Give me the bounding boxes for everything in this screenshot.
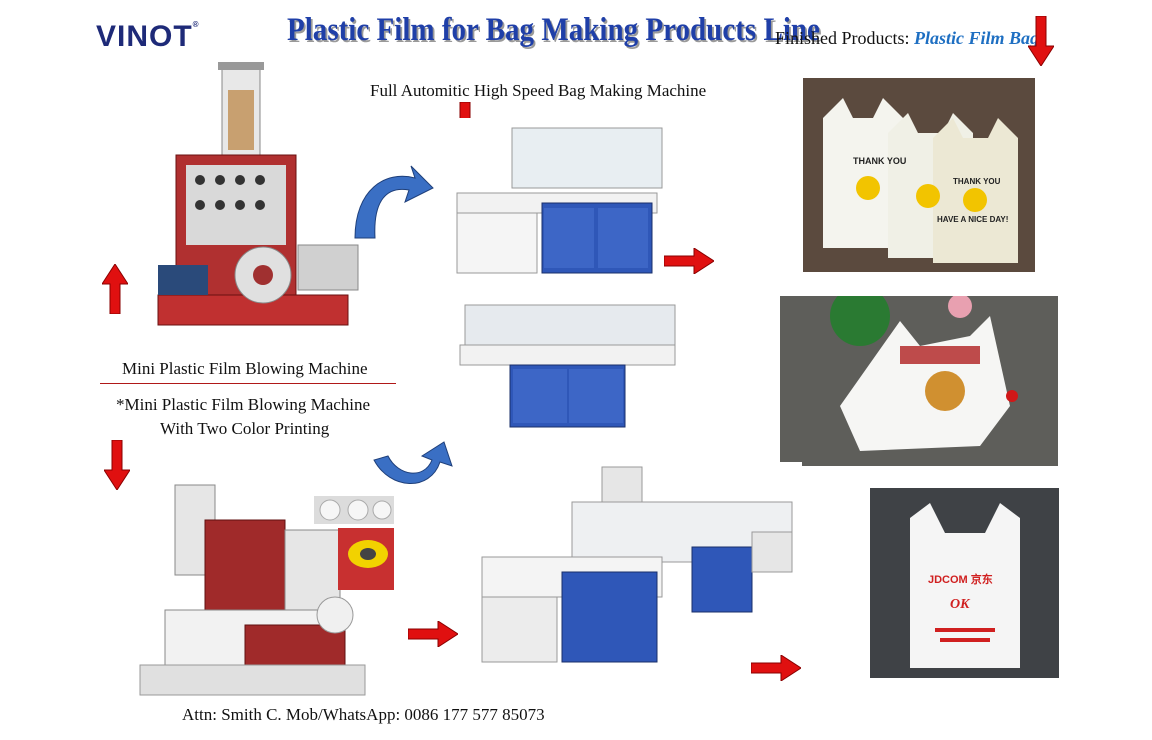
bag-text: JDCOM 京东: [928, 572, 993, 586]
thank-you-bags-image: THANK YOU THANK YOU HAVE A NICE DAY!: [803, 78, 1035, 272]
right-arrow-icon: [408, 621, 458, 647]
mini-film-blowing-machine-image: [118, 60, 368, 340]
mini-blowing-print-label-line2: With Two Color Printing: [160, 419, 330, 438]
mini-blowing-machine-label: Mini Plastic Film Blowing Machine: [122, 359, 368, 378]
bag-making-machine-image: [452, 118, 667, 278]
curved-arrow-icon: [354, 165, 434, 239]
bag-making-machine-image: [462, 462, 802, 677]
bag-text: THANK YOU: [853, 156, 906, 166]
printed-bag-image: [780, 296, 1058, 466]
two-color-printing-machine-image: [135, 475, 370, 700]
brand-logo: VINOT®: [96, 20, 200, 53]
finished-products-label: Finished Products: Plastic Film Bag: [775, 28, 1040, 48]
printed-roll-image: [338, 528, 394, 590]
divider: [100, 383, 396, 384]
bag-making-machine-image: [455, 295, 680, 435]
curved-arrow-icon: [373, 441, 453, 484]
right-arrow-icon: [751, 655, 801, 681]
film-rolls-image: [314, 496, 394, 524]
page-title: Plastic Film for Bag Making Products Lin…: [287, 12, 820, 48]
mini-blowing-print-label-line1: *Mini Plastic Film Blowing Machine: [116, 395, 371, 414]
jdcom-bag-image: JDCOM 京东 OK: [870, 488, 1059, 678]
up-arrow-icon: [102, 264, 128, 314]
down-arrow-icon: [104, 440, 130, 490]
bag-text: HAVE A NICE DAY!: [937, 215, 1008, 224]
high-speed-machine-label: Full Automitic High Speed Bag Making Mac…: [370, 81, 707, 100]
contact-info: Attn: Smith C. Mob/WhatsApp: 0086 177 57…: [182, 705, 545, 724]
bag-text: THANK YOU: [953, 177, 1001, 186]
down-arrow-icon: [1028, 16, 1054, 66]
bag-text: OK: [950, 597, 971, 612]
right-arrow-icon: [664, 248, 714, 274]
